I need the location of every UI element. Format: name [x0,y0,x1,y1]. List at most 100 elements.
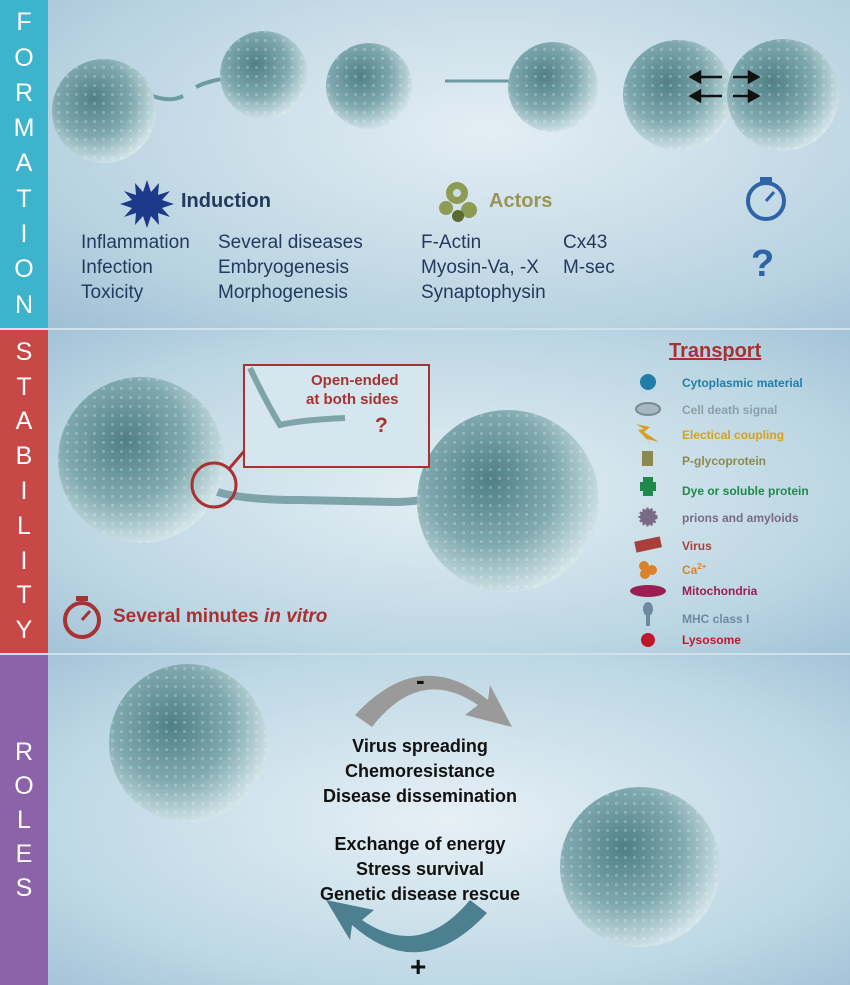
roles-graphics [109,664,720,953]
side-letter: L [17,805,31,834]
roles-sidebar: R O L E S [0,655,48,985]
actors-col1: F-Actin Myosin-Va, -X Synaptophysin [421,230,546,305]
callout-line2: at both sides [306,391,399,408]
side-letter: L [17,511,31,540]
formation-graphics [52,31,839,228]
actor-item: F-Actin [421,232,482,253]
side-letter: T [16,184,32,213]
role-item: Genetic disease rescue [319,884,521,904]
duration-prefix: Several minutes [113,606,265,627]
actors-title: Actors [489,190,553,212]
death-signal-icon [635,402,661,416]
positive-arrow [326,900,487,953]
cell [623,40,733,150]
transport-item: Lysosome [682,633,741,647]
duration-italic: in vitro [264,606,328,627]
lysosome-icon [641,633,655,647]
cell [727,39,839,151]
formation-panel: F O R M A T I O N [0,0,850,328]
transport-item: Mitochondria [682,584,758,598]
role-item: Disease dissemination [322,786,518,806]
actor-item: Myosin-Va, -X [421,257,539,278]
mitochondria-icon [630,585,666,597]
transport-item: Dye or soluble protein [682,484,809,498]
induction-title: Induction [181,190,271,212]
role-item: Stress survival [355,859,485,879]
cell [508,42,598,132]
zoom-circle [190,461,238,509]
cytoplasm-icon [640,374,656,390]
induction-item: Several diseases [218,232,363,253]
side-letter: T [16,581,32,610]
membrane-protrusion [149,93,184,102]
actors-col2: Cx43 M-sec [563,230,615,280]
gears-icon [439,182,477,222]
minus-sign: - [416,665,425,695]
calcium-icon [639,561,657,579]
transport-title: Transport [669,340,762,362]
side-letter: Y [15,616,33,645]
side-letter: N [14,290,34,319]
induction-item: Toxicity [81,282,144,303]
cell [417,410,599,592]
cell [109,664,267,822]
transport-item: MHC class I [682,612,750,626]
transport-item: prions and amyloids [682,511,799,525]
pgp-icon [642,451,653,466]
stopwatch-icon [63,596,101,639]
induction-star-icon [120,180,174,228]
stability-graphics [58,364,666,647]
side-letter: I [20,476,28,505]
transport-item: P-glycoprotein [682,454,767,468]
negative-arrow [355,675,512,727]
calcium-label: Ca [682,563,698,577]
callout-line1: Open-ended [311,372,399,389]
side-letter: R [14,78,34,107]
role-item: Exchange of energy [334,834,506,854]
induction-item: Inflammation [81,232,190,253]
plus-sign: + [410,951,427,982]
cell [52,59,156,163]
side-letter: I [20,220,28,249]
side-letter: S [15,337,33,366]
prion-icon [638,507,658,527]
transport-item: Virus [682,539,712,553]
side-letter: R [14,737,34,766]
positive-roles: Exchange of energy Stress survival Genet… [280,832,560,907]
dye-icon [640,477,656,496]
induction-col1: Inflammation Infection Toxicity [81,230,190,305]
induction-item: Morphogenesis [218,282,348,303]
cell [560,787,720,947]
calcium-charge: 2+ [697,562,707,571]
role-item: Virus spreading [352,736,488,756]
side-letter: B [15,442,33,471]
lightning-icon [636,424,659,445]
virus-icon [634,536,662,553]
actor-item: M-sec [563,257,615,278]
negative-roles: Virus spreading Chemoresistance Disease … [290,734,550,809]
transport-item: Ca2+ [682,562,706,577]
mhc-icon [643,602,653,626]
actor-item: Synaptophysin [421,282,546,303]
side-letter: I [20,546,28,575]
side-letter: O [14,255,34,284]
formation-sidebar: F O R M A T I O N [0,0,48,328]
pulling-arrows [688,69,761,104]
cell [58,377,224,543]
induction-item: Embryogenesis [218,257,349,278]
duration-label: Several minutes in vitro [113,606,327,628]
transport-item: Cytoplasmic material [682,376,803,390]
side-letter: T [16,372,32,401]
side-letter: E [15,839,33,868]
side-letter: S [15,873,33,902]
actor-item: Cx43 [563,232,608,253]
formation-question: ? [751,243,775,285]
transport-item: Electical coupling [682,428,785,442]
role-item: Chemoresistance [344,761,496,781]
induction-item: Infection [81,257,153,278]
side-letter: M [13,114,35,143]
induction-col2: Several diseases Embryogenesis Morphogen… [218,230,363,305]
cell [220,31,308,119]
side-letter: A [15,407,33,436]
